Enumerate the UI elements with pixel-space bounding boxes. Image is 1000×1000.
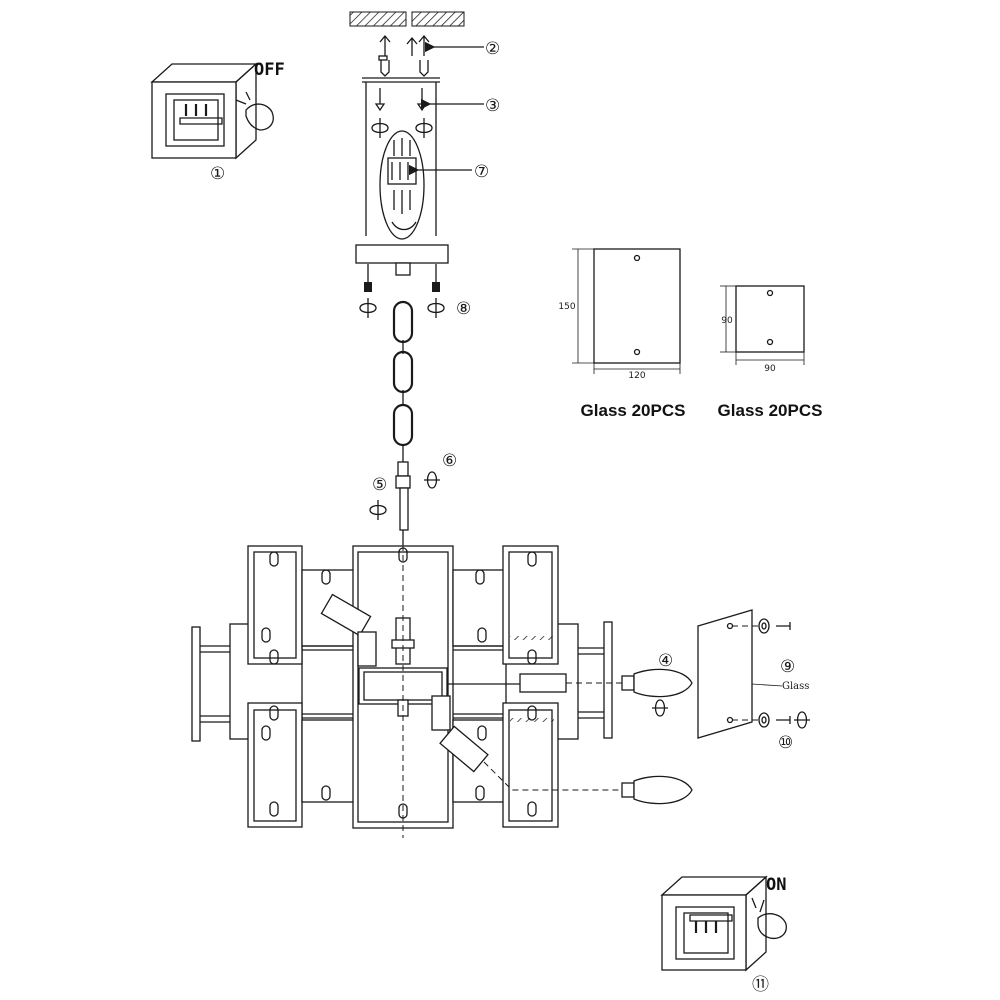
wall-switch-icon (660, 875, 768, 972)
terminal-block-detail: ⑦ (379, 130, 489, 240)
glass-pointer-label: Glass (782, 681, 809, 692)
screw-icon (374, 88, 428, 112)
switch-on-illustration: ON ⑪ (660, 875, 787, 995)
glass-small-height: 90 (721, 316, 733, 326)
callout-3: ③ (485, 96, 500, 116)
chain: ⑤ ⑥ (369, 300, 457, 545)
step-11-callout: ⑪ (752, 975, 769, 995)
ceiling (349, 11, 465, 27)
callout-4: ④ (658, 651, 673, 671)
screwdriver-rotate-icon (371, 118, 433, 138)
glass-panel-small: 90 90 Glass 20PCS (718, 285, 823, 420)
mounting-bracket: ③ (362, 77, 500, 236)
bulb-upper: ④ (566, 651, 693, 717)
light-bulb-icon (621, 775, 693, 805)
switch-off-illustration: OFF ① (150, 60, 285, 184)
chandelier-body (191, 545, 613, 838)
canopy: ⑧ (355, 244, 471, 319)
glass-small-width: 90 (764, 364, 776, 374)
step-1-callout: ① (210, 164, 225, 184)
callout-5: ⑤ (372, 475, 387, 495)
wall-switch-icon (150, 62, 258, 160)
glass-large-width: 120 (628, 371, 645, 381)
screwdriver-rotate-icon (359, 298, 445, 318)
callout-10: ⑩ (778, 733, 793, 753)
socket-lower-right (431, 695, 489, 773)
hand-pointer-icon (751, 897, 787, 940)
switch-on-label: ON (766, 875, 786, 895)
hand-pointer-icon (235, 91, 274, 131)
washer-icon (758, 618, 770, 728)
wall-anchors: ② (378, 34, 500, 77)
callout-7: ⑦ (474, 162, 489, 182)
callout-8: ⑧ (456, 299, 471, 319)
callout-9: ⑨ (780, 657, 795, 677)
glass-small-caption: Glass 20PCS (718, 401, 823, 420)
bulb-lower (483, 761, 693, 805)
wall-anchor-icon (406, 34, 430, 77)
glass-large-height: 150 (558, 302, 575, 312)
glass-install-detail: Glass ⑨ ⑩ (697, 609, 810, 753)
light-bulb-icon (621, 668, 693, 698)
glass-panel-large: 150 120 Glass 20PCS (558, 248, 686, 420)
screw-icon (776, 622, 791, 724)
screwdriver-rotate-icon (369, 471, 440, 520)
callout-2: ② (485, 39, 500, 59)
switch-off-label: OFF (254, 60, 285, 80)
screwdriver-rotate-icon (794, 711, 810, 729)
socket-upper-left (320, 593, 377, 667)
callout-6: ⑥ (442, 451, 457, 471)
wall-anchor-icon (378, 34, 391, 77)
screwdriver-rotate-icon (652, 699, 668, 717)
glass-large-caption: Glass 20PCS (581, 401, 686, 420)
